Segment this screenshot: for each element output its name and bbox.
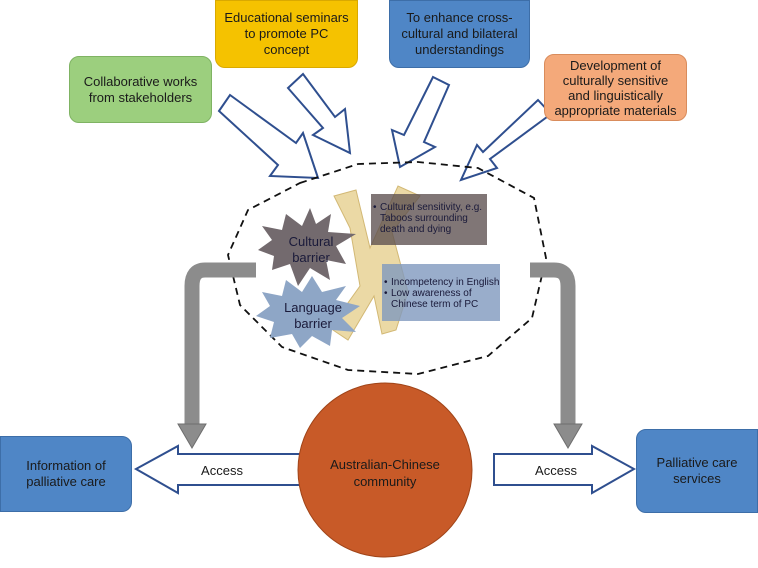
language-note: Incompetency in English Low awareness of… [384, 277, 500, 310]
cultural-note: Cultural sensitivity, e.g. Taboos surrou… [373, 202, 485, 235]
information-text: Information of palliative care [26, 458, 106, 489]
gray-arrow-left-head [177, 423, 207, 449]
gray-arrow-right [530, 262, 576, 426]
cross-cultural-text: To enhance cross-cultural and bilateral … [401, 10, 518, 57]
access-arrow-right [493, 444, 637, 495]
seminars-text: Educational seminars to promote PC conce… [224, 10, 349, 57]
arrow-from-cross-cultural [390, 75, 451, 169]
community-label-1: Australian-Chinese [330, 457, 440, 472]
language-note-item-1: Incompetency in English [384, 277, 500, 288]
materials-box: Development of culturally sensitive and … [544, 54, 687, 121]
community-label-2: community [354, 474, 417, 489]
services-text: Palliative care services [656, 455, 738, 486]
collaborative-box: Collaborative works from stakeholders [69, 56, 212, 123]
seminars-box: Educational seminars to promote PC conce… [215, 0, 358, 68]
materials-text: Development of culturally sensitive and … [554, 57, 677, 118]
language-barrier-label-2: barrier [294, 316, 332, 331]
arrow-from-seminars [286, 72, 352, 155]
cultural-note-item-1: Cultural sensitivity, e.g. Taboos surrou… [373, 202, 485, 235]
gray-arrow-right-head [553, 423, 583, 449]
language-barrier-label-1: Language [284, 300, 342, 315]
community-circle [297, 382, 473, 558]
gray-arrow-left [184, 262, 256, 426]
collaborative-text: Collaborative works from stakeholders [83, 73, 198, 105]
language-barrier-star [256, 276, 360, 348]
access-right-label: Access [535, 463, 577, 478]
barrier-boundary [227, 161, 547, 375]
access-left-label: Access [201, 463, 243, 478]
cultural-barrier-label-2: barrier [292, 250, 330, 265]
services-box: Palliative care services [636, 429, 758, 513]
cross-cultural-box: To enhance cross-cultural and bilateral … [389, 0, 530, 68]
arrow-from-materials [459, 98, 553, 182]
language-note-item-2: Low awareness of Chinese term of PC [384, 288, 500, 310]
cultural-barrier-label-1: Cultural [289, 234, 334, 249]
information-box: Information of palliative care [0, 436, 132, 512]
cultural-barrier-star [258, 208, 356, 286]
arrow-from-collaborative [217, 93, 320, 180]
